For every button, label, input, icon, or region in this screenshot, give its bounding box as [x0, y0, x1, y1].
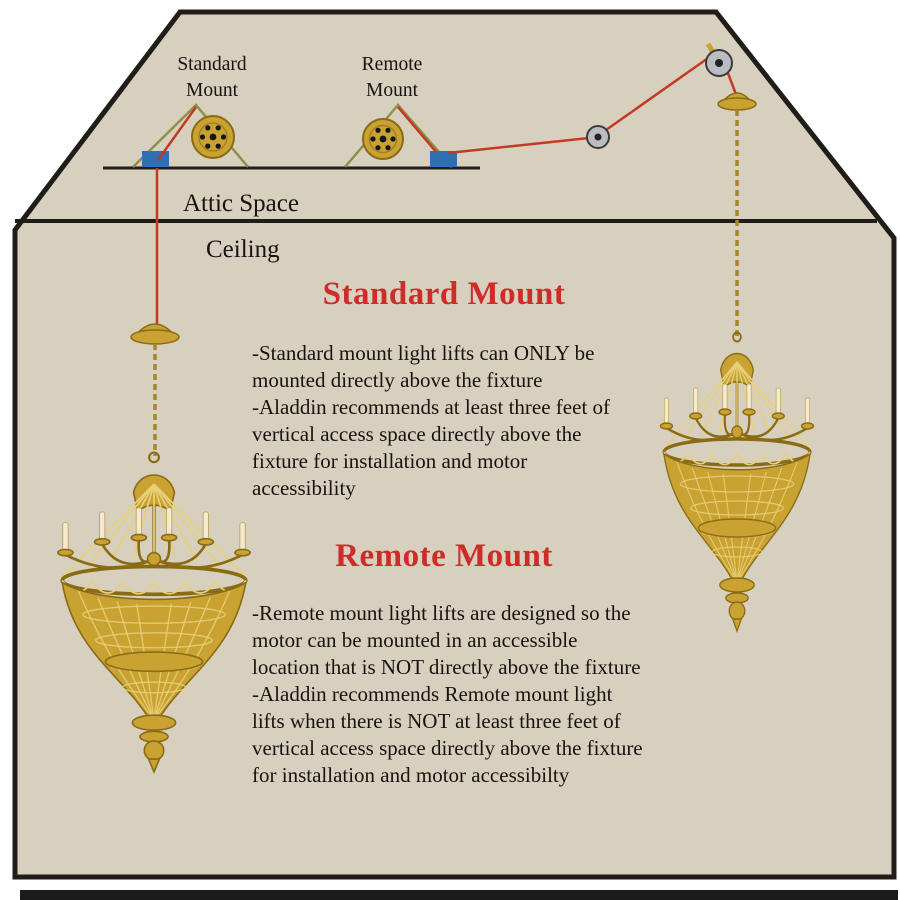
- remote-mount-bracket-frame: [344, 103, 453, 168]
- attic-space-label: Attic Space: [183, 190, 299, 217]
- pulley-icon-mid: [586, 125, 610, 149]
- standard-mount-graphic: [132, 103, 249, 168]
- remote-mount-attic-label-line2: Mount: [365, 80, 418, 101]
- bottom-bar: [20, 890, 898, 900]
- standard-mount-attic-label-line2: Mount: [185, 80, 238, 101]
- remote-mount-blue-bracket: [430, 151, 457, 167]
- remote-bullet-1: -Remote mount light lifts are designed s…: [252, 601, 641, 679]
- right-ceiling-canopy: [717, 92, 757, 111]
- standard-mount-cable: [156, 106, 198, 161]
- standard-bullet-2: -Aladdin recommends at least three feet …: [252, 395, 611, 500]
- standard-mount-attic-label-line1: Standard: [177, 54, 247, 75]
- standard-bullet-1: -Standard mount light lifts can ONLY be …: [252, 341, 595, 392]
- remote-mount-graphic: [344, 103, 457, 168]
- remote-mount-attic-label-line1: Remote: [361, 54, 423, 75]
- standard-mount-description: -Standard mount light lifts can ONLY be …: [252, 340, 624, 502]
- standard-mount-attic-label: Standard Mount: [150, 52, 274, 104]
- standard-motor-dots: [199, 125, 227, 149]
- standard-motor-ring: [198, 122, 228, 152]
- remote-bullet-2: -Aladdin recommends Remote mount light l…: [252, 682, 643, 787]
- pulley-icon-top: [705, 42, 733, 77]
- remote-motor-ring: [368, 124, 398, 154]
- standard-mount-blue-bracket: [142, 151, 169, 167]
- remote-motor-dots: [370, 127, 396, 151]
- remote-mount-heading: Remote Mount: [335, 538, 553, 574]
- left-ceiling-canopy: [130, 323, 180, 345]
- house-outline: [12, 9, 897, 880]
- remote-rising-cable: [605, 54, 712, 132]
- remote-mount-cable: [397, 106, 438, 154]
- standard-mount-heading: Standard Mount: [322, 276, 566, 312]
- remote-mount-description: -Remote mount light lifts are designed s…: [252, 600, 650, 789]
- ceiling-label: Ceiling: [206, 236, 280, 263]
- remote-horizontal-cable: [447, 136, 590, 155]
- remote-mount-attic-label: Remote Mount: [330, 52, 454, 104]
